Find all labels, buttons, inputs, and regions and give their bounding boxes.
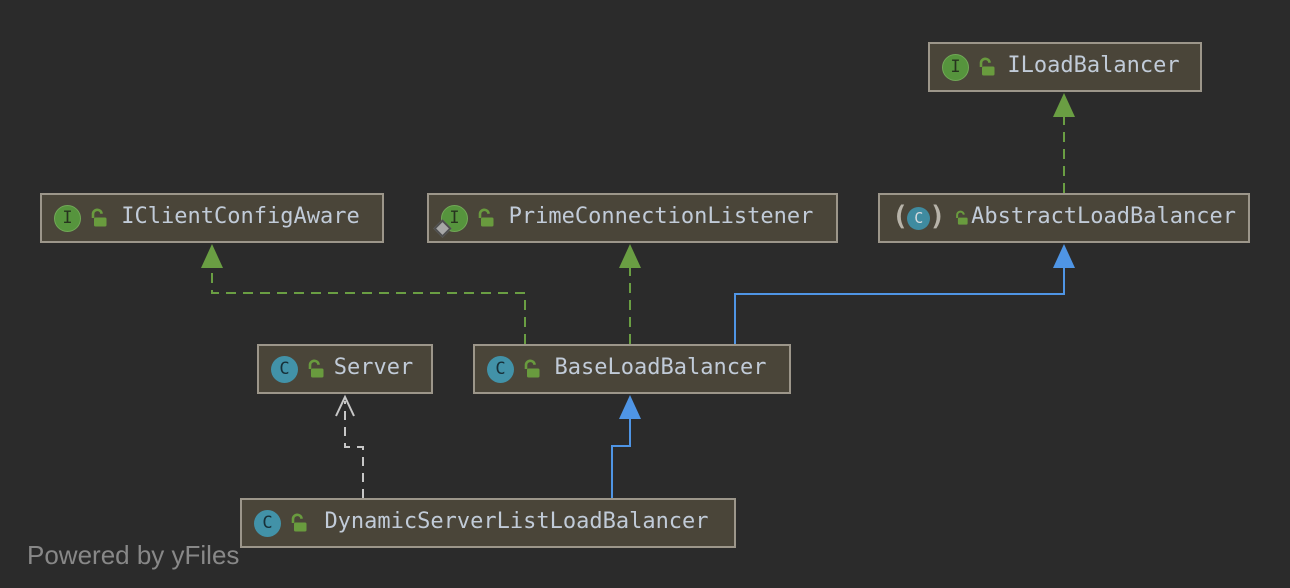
arrowhead-implements	[201, 244, 223, 268]
class-icon: C	[487, 355, 514, 383]
class-node-abstractloadbalancer[interactable]: ( C ) AbstractLoadBalancer	[878, 193, 1250, 243]
interface-icon: I	[433, 204, 468, 238]
public-lock-icon	[308, 359, 324, 378]
public-lock-icon	[291, 513, 307, 532]
class-node-server[interactable]: C Server	[257, 344, 433, 394]
edge-extends-BaseLoadBalancer-to-AbstractLoadBalancer	[734, 267, 1065, 344]
class-name-label: ILoadBalancer	[1007, 53, 1180, 78]
class-name-label: Server	[333, 355, 414, 380]
class-node-baseloadbalancer[interactable]: C BaseLoadBalancer	[473, 344, 791, 394]
class-name-label: IClientConfigAware	[121, 204, 360, 229]
class-name-label: DynamicServerListLoadBalancer	[324, 509, 709, 534]
public-lock-icon	[979, 57, 995, 76]
arrowhead-implements	[1053, 93, 1075, 117]
public-lock-icon	[524, 359, 540, 378]
edge-implements-BaseLoadBalancer-to-IClientConfigAware	[211, 267, 526, 344]
public-lock-icon	[478, 208, 494, 227]
class-node-primeconnectionlistener[interactable]: I PrimeConnectionListener	[427, 193, 838, 243]
class-name-label: PrimeConnectionListener	[508, 204, 814, 229]
abstract-class-icon: ( C )	[892, 201, 946, 232]
edge-extends-DynamicServerListLoadBalancer-to-BaseLoadBalancer	[611, 419, 631, 498]
arrowhead-extends	[1053, 244, 1075, 268]
class-node-iloadbalancer[interactable]: I ILoadBalancer	[928, 42, 1202, 92]
class-name-label: AbstractLoadBalancer	[971, 204, 1236, 229]
public-lock-icon	[91, 208, 107, 227]
class-node-dynamicserverlistloadbalancer[interactable]: C DynamicServerListLoadBalancer	[240, 498, 736, 548]
interface-icon: I	[942, 53, 969, 81]
arrowhead-implements	[619, 244, 641, 268]
public-lock-icon	[955, 210, 968, 225]
interface-icon: I	[54, 204, 81, 232]
class-name-label: BaseLoadBalancer	[554, 355, 767, 380]
class-icon: C	[254, 509, 281, 537]
arrowhead-extends	[619, 395, 641, 419]
class-node-iclientconfigaware[interactable]: I IClientConfigAware	[40, 193, 384, 243]
arrowhead-open-dependency	[335, 394, 355, 417]
class-icon: C	[271, 355, 298, 383]
